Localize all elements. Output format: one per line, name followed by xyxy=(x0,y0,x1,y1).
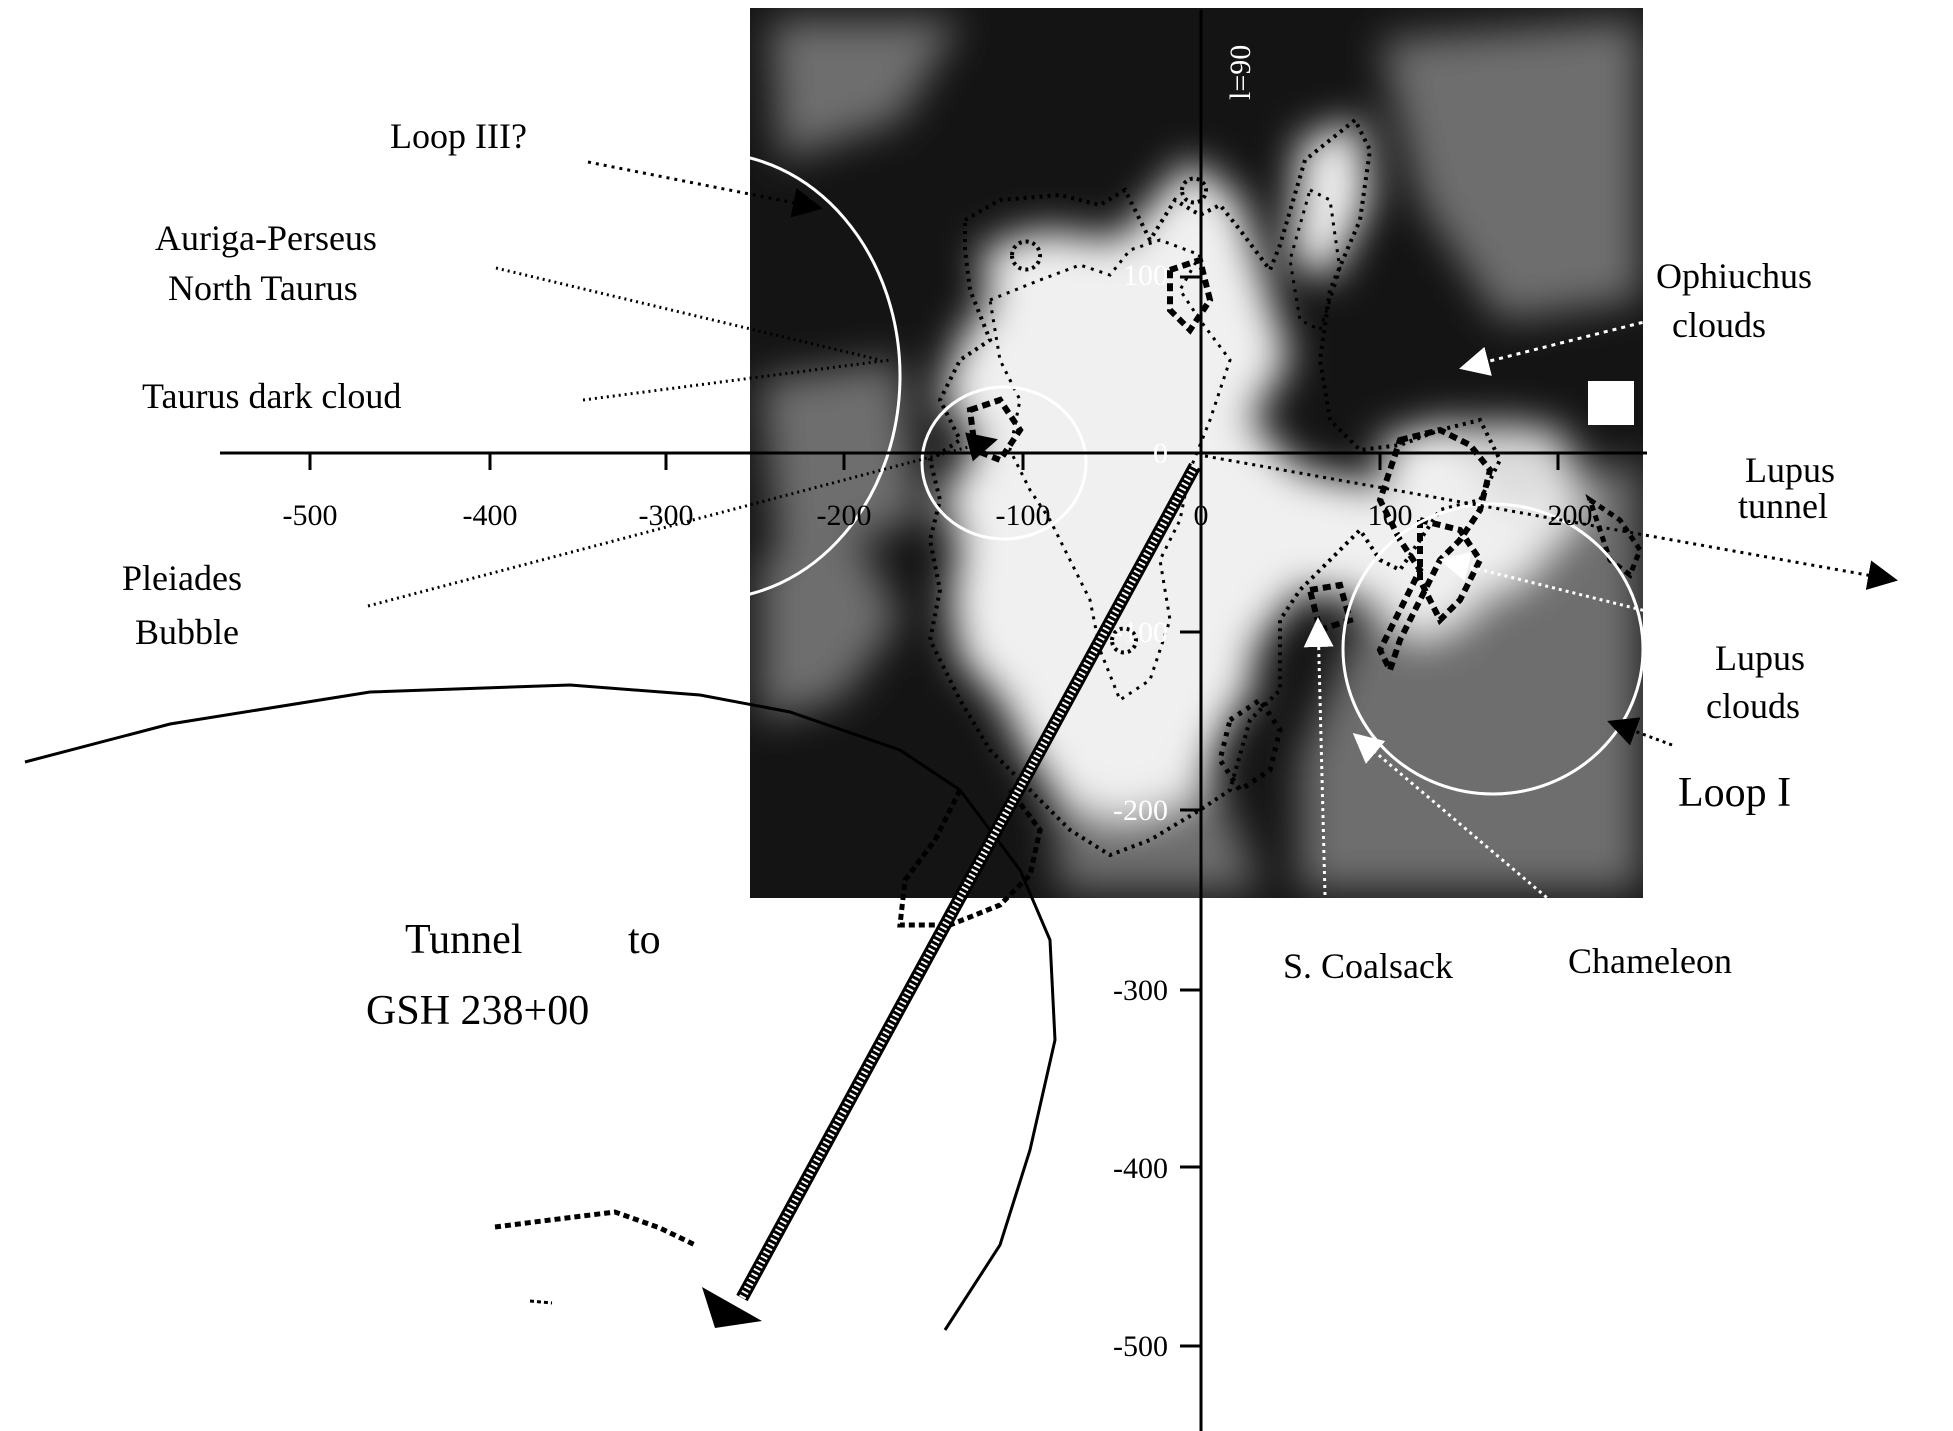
outer-contour xyxy=(927,116,1503,858)
north-taurus-label: North Taurus xyxy=(168,268,358,308)
y-tick-label: -200 xyxy=(1113,794,1168,827)
x-tick-labels: -500 -400 -300 -200 -100 0 100 200 xyxy=(283,499,1593,532)
tunnel-to-label: to xyxy=(628,917,661,963)
lupus-contour xyxy=(1376,426,1494,678)
x-tick-label: -300 xyxy=(639,499,694,532)
ophiuchus-clouds-label: clouds xyxy=(1672,305,1766,345)
y-tick-labels: 100 0 -100 -200 -300 -400 -500 xyxy=(1113,259,1168,1363)
loop1-label: Loop I xyxy=(1678,770,1791,816)
y-tick-label: -400 xyxy=(1113,1152,1168,1185)
x-tick-label: -200 xyxy=(817,499,872,532)
x-tick-label: 0 xyxy=(1194,499,1209,532)
coalsack-label: S. Coalsack xyxy=(1283,946,1453,986)
bubble-label: Bubble xyxy=(135,612,239,652)
region-labels: Loop III? Auriga-Perseus North Taurus Ta… xyxy=(122,116,1835,1034)
chameleon-pointer xyxy=(1352,733,1553,904)
lupus-clouds-label-1: Lupus xyxy=(1715,638,1805,678)
tunnel-label: Tunnel xyxy=(405,917,523,963)
auriga-perseus-label: Auriga-Perseus xyxy=(155,218,377,258)
loop1-circle xyxy=(1341,502,1645,796)
stray-dashed-line xyxy=(494,1209,697,1248)
right-edge-contour xyxy=(1585,493,1643,579)
loop3-ellipse xyxy=(750,156,902,596)
lupus-clouds-pointer xyxy=(1439,551,1651,614)
x-tick-label: 200 xyxy=(1548,499,1593,532)
y-tick-label: -300 xyxy=(1113,974,1168,1007)
x-tick-label: 100 xyxy=(1368,499,1413,532)
ophiuchus-contour xyxy=(1167,256,1214,335)
pleiades-pointer xyxy=(367,432,998,608)
stray-mark xyxy=(529,1299,553,1305)
taurus-dark-cloud-label: Taurus dark cloud xyxy=(142,376,401,416)
lupus-tunnel-pointer xyxy=(1204,454,1898,590)
ophiuchus-label: Ophiuchus xyxy=(1656,256,1812,296)
x-tick-label: -500 xyxy=(283,499,338,532)
axes xyxy=(220,10,1647,1431)
inner-contour xyxy=(988,238,1232,703)
tunnel-arrow xyxy=(702,462,1201,1328)
lupus-tunnel-label-2: tunnel xyxy=(1738,486,1828,526)
x-tick-label: -400 xyxy=(463,499,518,532)
x-tick-label: -100 xyxy=(996,499,1051,532)
pleiades-label: Pleiades xyxy=(122,558,242,598)
small-white-square xyxy=(1588,381,1634,425)
loop3-label: Loop III? xyxy=(390,116,527,156)
pointer-lines xyxy=(367,160,1898,904)
lupus-contour-2 xyxy=(1417,516,1484,626)
y-tick-label: -500 xyxy=(1113,1330,1168,1363)
lupus-tunnel-label-1: Lupus xyxy=(1745,450,1835,490)
contour-lines xyxy=(927,116,1643,858)
y-tick-label: -100 xyxy=(1113,616,1168,649)
coalsack-contour xyxy=(1306,581,1354,634)
bottom-contour xyxy=(1217,696,1283,794)
y-tick-label: 100 xyxy=(1123,259,1168,292)
pleiades-bubble-circle xyxy=(920,385,1088,541)
gsh-label: GSH 238+00 xyxy=(366,988,589,1034)
large-shell-curve xyxy=(24,683,1057,1331)
small-ring-2 xyxy=(1110,626,1138,655)
y-tick-label: 0 xyxy=(1153,437,1168,470)
l90-axis-label: l=90 xyxy=(1224,45,1257,100)
small-ring-3 xyxy=(1180,176,1208,205)
lupus-clouds-label-2: clouds xyxy=(1706,686,1800,726)
chameleon-label: Chameleon xyxy=(1568,941,1732,981)
tunnel-arrowhead xyxy=(702,1287,762,1328)
small-ring-1 xyxy=(1010,239,1042,272)
bubble-outlines xyxy=(750,156,1645,796)
ophiuchus-pointer xyxy=(1459,316,1661,376)
